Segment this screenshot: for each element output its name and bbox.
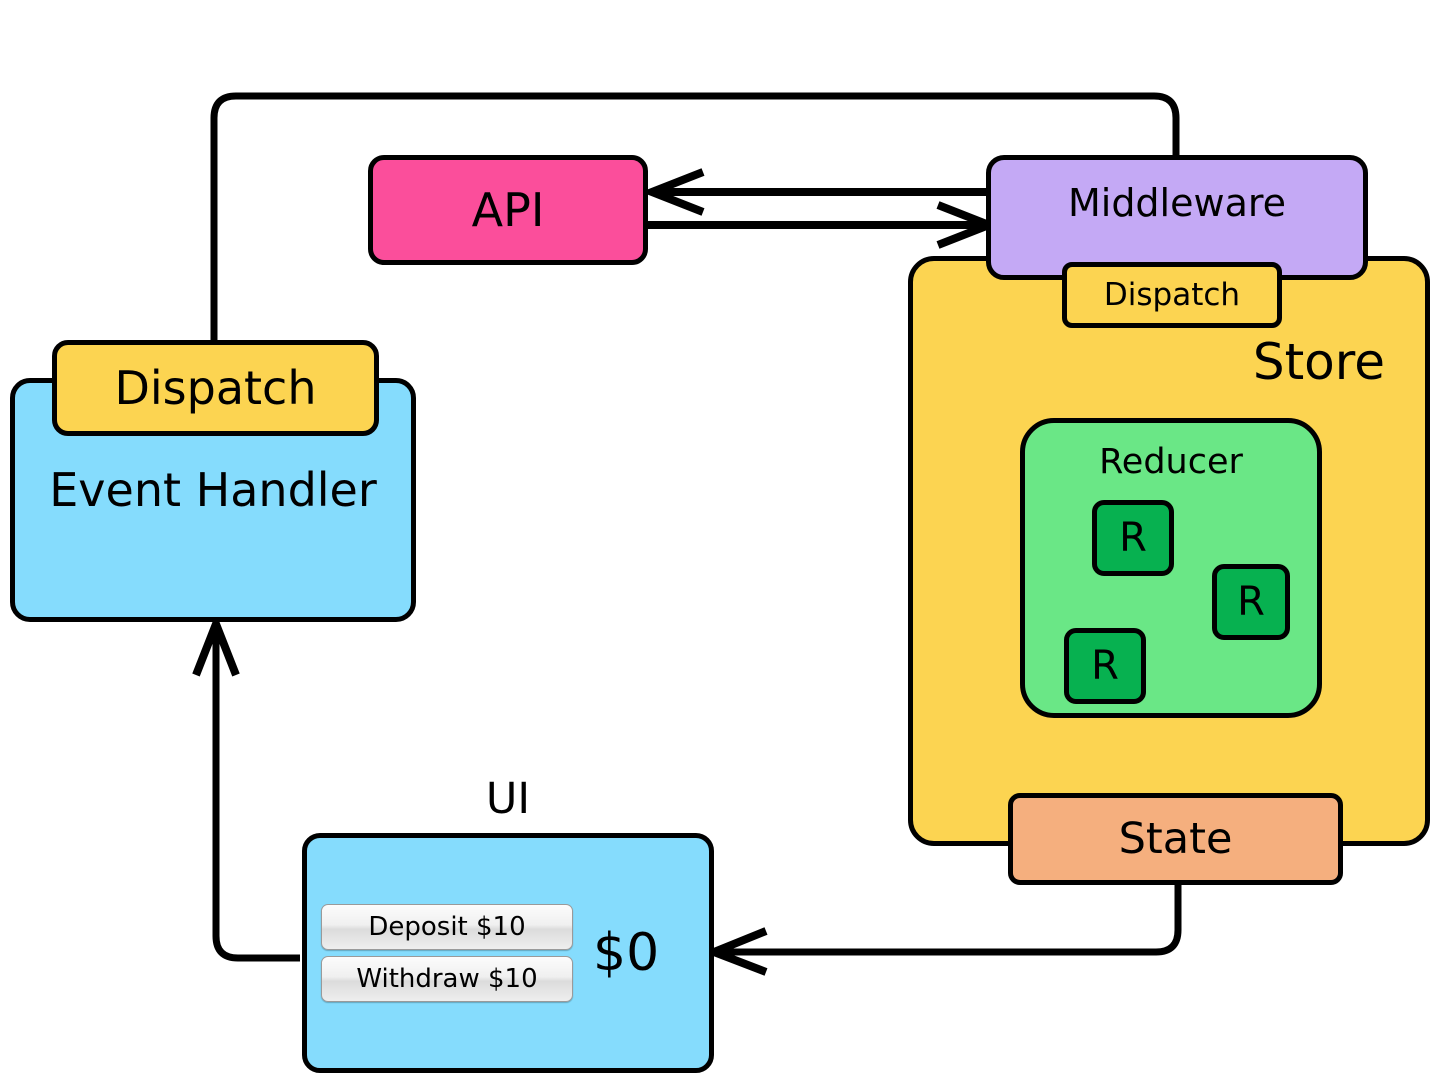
node-event-handler-dispatch-label: Dispatch	[114, 361, 317, 415]
node-event-handler-label: Event Handler	[49, 463, 377, 517]
edge-api-to-middleware-arrowhead	[936, 201, 1000, 249]
node-reducer-item-2-label: R	[1237, 579, 1265, 625]
node-ui[interactable]: Deposit $10 Withdraw $10 $0	[302, 833, 714, 1073]
node-reducer-item-1-label: R	[1119, 515, 1147, 561]
node-api-label: API	[471, 183, 545, 237]
edge-state-to-ui	[718, 884, 1182, 956]
withdraw-button-label: Withdraw $10	[356, 964, 538, 994]
balance-display: $0	[593, 923, 660, 983]
node-reducer-item-1[interactable]: R	[1092, 500, 1174, 576]
ui-button-group: Deposit $10 Withdraw $10	[321, 904, 573, 1002]
node-reducer-item-2[interactable]: R	[1212, 564, 1290, 640]
node-reducer-item-3-label: R	[1091, 643, 1119, 689]
edge-state-to-ui-arrowhead	[703, 927, 768, 976]
node-event-handler-dispatch[interactable]: Dispatch	[52, 340, 379, 436]
edge-ui-to-eventhandler-arrowhead	[192, 613, 240, 677]
node-state-label: State	[1118, 813, 1233, 864]
node-reducer-label: Reducer	[1099, 442, 1243, 482]
node-ui-label: UI	[485, 774, 531, 824]
node-store-label: Store	[1252, 333, 1385, 391]
node-reducer-item-3[interactable]: R	[1064, 628, 1146, 704]
node-state[interactable]: State	[1008, 793, 1343, 885]
node-store-dispatch[interactable]: Dispatch	[1062, 262, 1282, 328]
node-store-dispatch-label: Dispatch	[1103, 276, 1241, 313]
node-api[interactable]: API	[368, 155, 648, 265]
ui-content: Deposit $10 Withdraw $10 $0	[321, 904, 659, 1002]
deposit-button-label: Deposit $10	[368, 912, 526, 942]
edge-middleware-to-api-arrowhead	[641, 168, 705, 216]
withdraw-button[interactable]: Withdraw $10	[321, 956, 573, 1002]
deposit-button[interactable]: Deposit $10	[321, 904, 573, 950]
node-middleware-label: Middleware	[1067, 181, 1287, 225]
edge-ui-to-eventhandler	[212, 628, 300, 962]
